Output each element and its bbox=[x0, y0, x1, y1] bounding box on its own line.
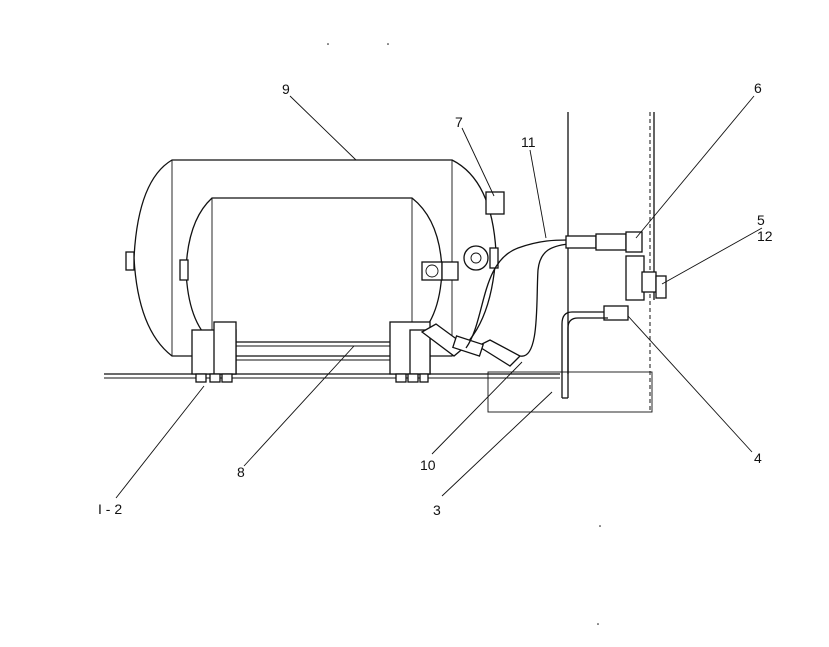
callout-9: 9 bbox=[282, 81, 290, 97]
callout-1-2: I - 2 bbox=[98, 501, 122, 517]
callout-4: 4 bbox=[754, 450, 762, 466]
frame-rail bbox=[104, 371, 653, 413]
scan-specks bbox=[327, 43, 601, 625]
callout-5: 5 bbox=[757, 212, 765, 228]
leader-lines bbox=[115, 95, 763, 499]
callout-11: 11 bbox=[521, 134, 536, 150]
front-air-tank bbox=[179, 197, 459, 343]
callout-12: 12 bbox=[757, 228, 773, 244]
callout-7: 7 bbox=[455, 114, 463, 130]
callout-6: 6 bbox=[754, 80, 762, 96]
bulkhead-fittings bbox=[561, 231, 667, 399]
callout-labels: 9 7 11 6 5 12 4 10 8 3 I - 2 bbox=[98, 80, 773, 518]
callout-8: 8 bbox=[237, 464, 245, 480]
callout-3: 3 bbox=[433, 502, 441, 518]
callout-10: 10 bbox=[420, 457, 436, 473]
mounting-brackets bbox=[191, 321, 431, 383]
